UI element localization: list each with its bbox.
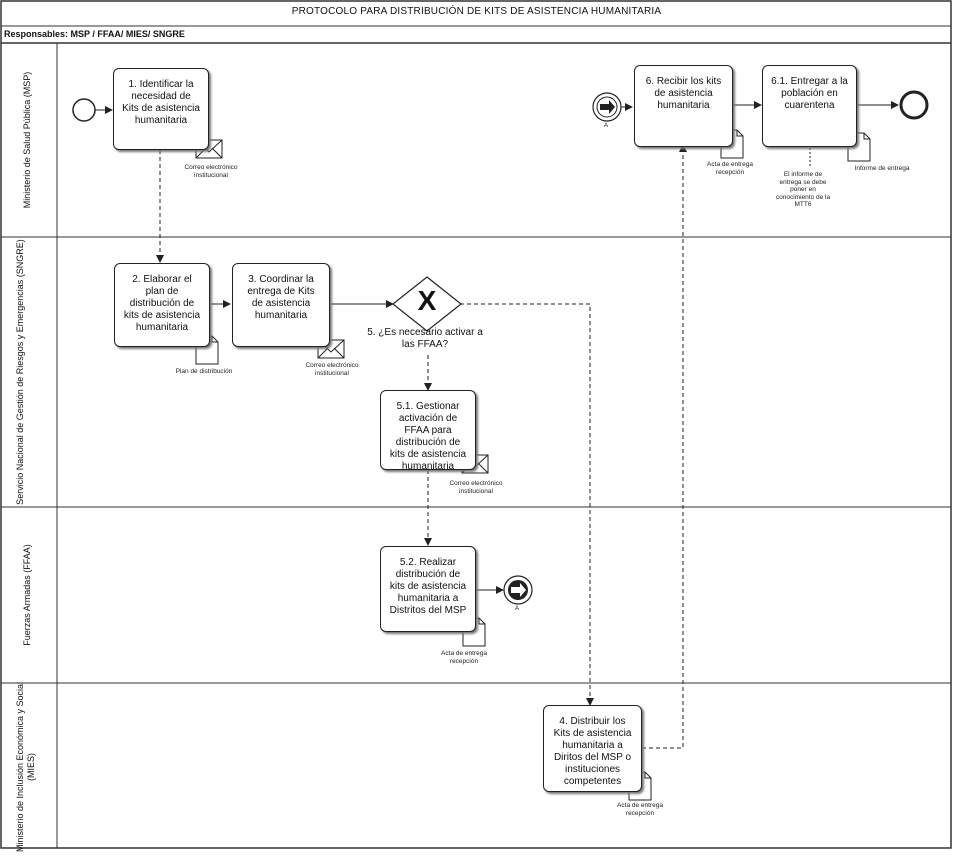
note-acta-t4: Acta de entrega recepción <box>617 802 663 817</box>
link-throw-arrow <box>511 583 526 597</box>
task-4-distribuir[interactable]: 4. Distribuir los Kits de asistencia hum… <box>543 705 642 792</box>
gateway-symbol: X <box>417 285 437 316</box>
link-catch-arrow <box>600 100 615 114</box>
task-6-recibir[interactable]: 6. Recibir los kits de asistencia humani… <box>634 65 733 147</box>
gateway-diamond <box>392 276 462 332</box>
note-informe-mtt: El informe de entrega se debe poner en c… <box>775 171 831 208</box>
lane-label-sngre: Servicio Nacional de Gestión de Riesgos … <box>15 239 25 505</box>
end-event <box>899 90 929 120</box>
gateway-question: 5. ¿Es necesario activar a las FFAA? <box>367 327 483 350</box>
task-5-1-gestionar[interactable]: 5.1. Gestionar activación de FFAA para d… <box>380 390 476 472</box>
link-label-throw: A <box>515 606 520 612</box>
flow-gw-t4 <box>460 303 594 706</box>
lane-label-msp: Ministerio de Salud Pública (MSP) <box>22 71 32 209</box>
note-acta-t52: Acta de entrega recepción <box>441 650 487 665</box>
diagram-title: PROTOCOLO PARA DISTRIBUCIÓN DE KITS DE A… <box>291 6 662 17</box>
note-email-t51: Correo electrónico institucional <box>449 480 503 495</box>
note-acta-t6: Acta de entrega recepción <box>707 161 753 176</box>
note-email-t3: Correo electrónico institucional <box>305 362 359 377</box>
task-3-coordinar[interactable]: 3. Coordinar la entrega de Kits de asist… <box>232 263 330 347</box>
task-5-2-realizar[interactable]: 5.2. Realizar distribución de kits de as… <box>380 546 476 632</box>
note-plan: Plan de distribución <box>175 368 233 375</box>
responsables-label: Responsables: MSP / FFAA/ MIES/ SNGRE <box>4 29 185 39</box>
start-event <box>72 98 96 122</box>
task-6-1-entregar[interactable]: 6.1. Entregar a la población en cuarente… <box>762 65 857 147</box>
note-email-t1: Correo electrónico institucional <box>184 164 238 179</box>
lane-label-mies: Ministerio de Inclusión Económica y Soci… <box>15 681 36 853</box>
lane-label-ffaa: Fuerzas Armadas (FFAA) <box>22 544 32 646</box>
task-1-identificar[interactable]: 1. Identificar la necesidad de Kits de a… <box>113 68 209 150</box>
task-2-elaborar-plan[interactable]: 2. Elaborar el plan de distribución de k… <box>114 263 210 347</box>
link-label-catch: A <box>604 123 609 129</box>
flow-t4-t6 <box>642 144 687 749</box>
note-informe-entrega: Informe de entrega <box>854 165 910 172</box>
